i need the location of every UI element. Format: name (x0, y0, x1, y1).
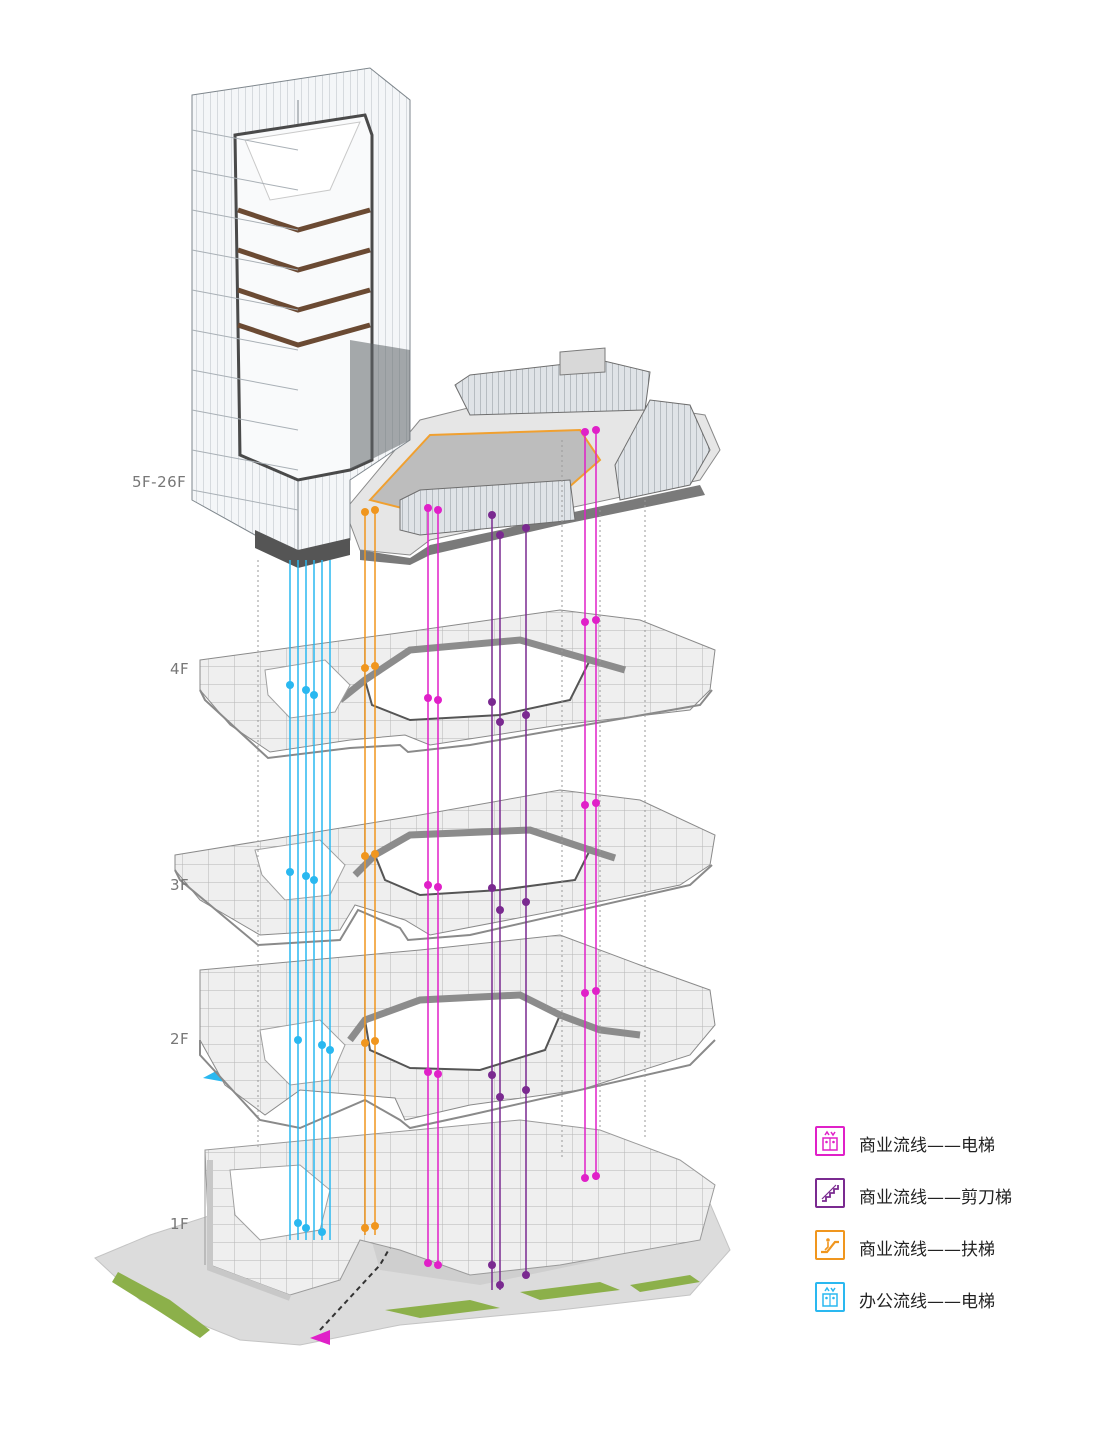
office-elevator-lines (289, 560, 331, 1240)
commercial-scissor-stair-dots (488, 511, 530, 1289)
floor-2f-slab (199, 934, 716, 1130)
floor-label-3f: 3F (170, 876, 190, 894)
floor-3f-slab (174, 789, 716, 947)
floor-label-1f: 1F (170, 1215, 190, 1233)
legend-label: 商业流线——剪刀梯 (859, 1188, 1012, 1208)
escalator-icon (815, 1230, 845, 1260)
floor-1f-slab (204, 1119, 716, 1301)
floor-label-4f: 4F (170, 660, 190, 678)
scissor-stair-icon (815, 1178, 845, 1208)
alignment-guides (257, 440, 646, 1160)
legend-label: 商业流线——电梯 (859, 1136, 995, 1156)
commercial-escalator-lines (364, 512, 376, 1235)
legend-label: 商业流线——扶梯 (859, 1240, 995, 1260)
floor-label-5f-26f: 5F-26F (132, 473, 187, 491)
elevator-icon (815, 1282, 845, 1312)
legend-label: 办公流线——电梯 (859, 1292, 995, 1312)
commercial-escalator-dots (361, 506, 379, 1232)
elevator-icon (815, 1126, 845, 1156)
commercial-elevator-dots (424, 426, 600, 1269)
floor-4f-slab (199, 609, 716, 760)
office-tower (191, 67, 411, 568)
office-elevator-dots (286, 681, 334, 1236)
floor-label-2f: 2F (170, 1030, 190, 1048)
